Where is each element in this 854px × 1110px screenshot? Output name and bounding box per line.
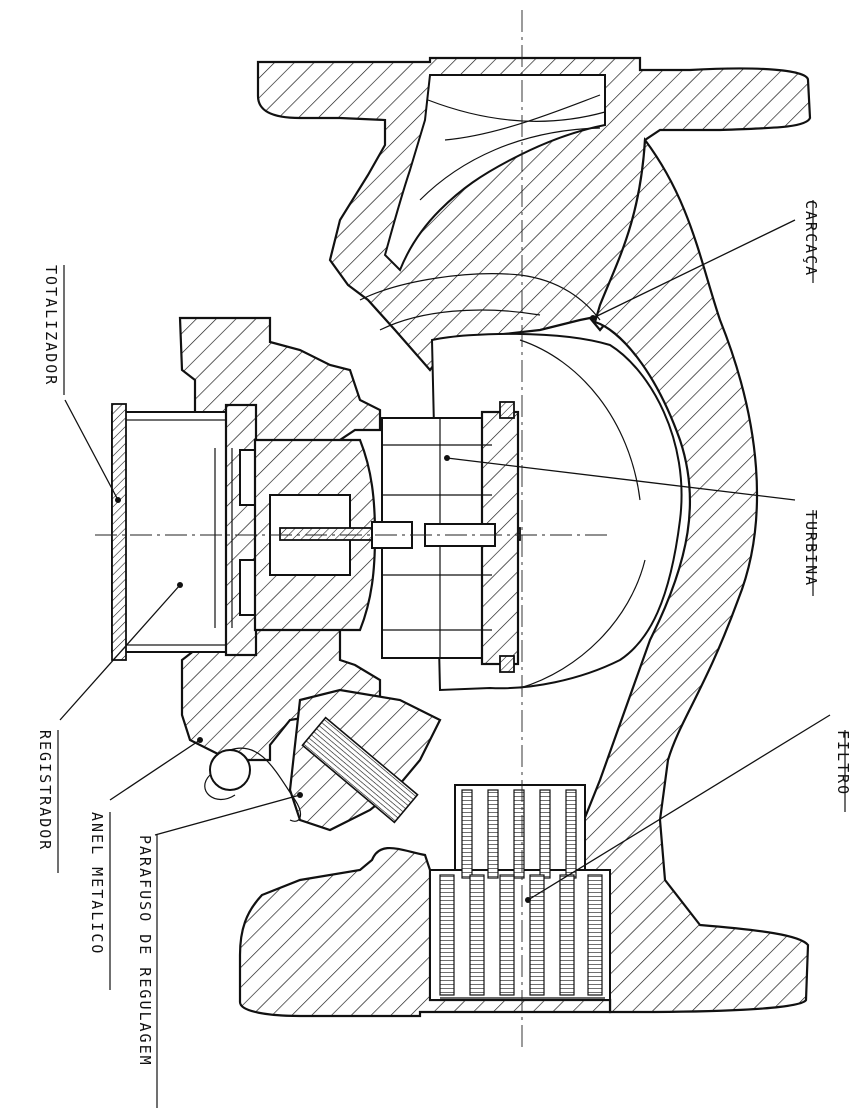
label-carcaca: CARCAÇA: [802, 200, 820, 277]
center-lines: [95, 10, 610, 1050]
label-turbina: TURBINA: [802, 510, 820, 587]
part-labels: TOTALIZADOR CARCAÇA TURBINA FILTRO REGIS…: [36, 200, 852, 1108]
label-parafuso-regulagem: PARAFUSO DE REGULAGEM: [136, 835, 154, 1067]
regulating-screw: [204, 688, 442, 832]
leader-lines: [59, 219, 831, 903]
filter: [429, 784, 611, 1001]
label-totalizador: TOTALIZADOR: [42, 265, 60, 386]
turbine: [371, 401, 520, 673]
register-head: [111, 316, 521, 762]
label-anel-metalico: ANEL METALICO: [88, 812, 106, 955]
label-registrador: REGISTRADOR: [36, 730, 54, 851]
label-filtro: FILTRO: [834, 730, 852, 796]
